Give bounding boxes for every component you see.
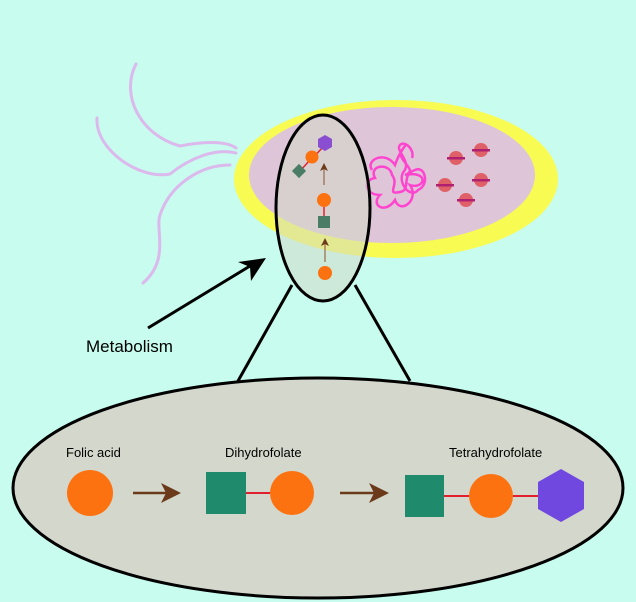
- dihydrofolate-circle: [270, 471, 314, 515]
- circle-mini: [305, 150, 319, 164]
- pathway-detail-panel: [11, 376, 625, 600]
- ribosome: [457, 193, 475, 207]
- ribosome: [436, 178, 454, 192]
- cell-pathway-mini: [291, 135, 332, 280]
- ribosome: [472, 173, 490, 187]
- tetrahydrofolate-label: Tetrahydrofolate: [449, 445, 542, 460]
- ribosome: [472, 143, 490, 157]
- diamond-mini: [291, 163, 307, 179]
- folic-acid-circle: [67, 470, 113, 516]
- dihydrofolate-label: Dihydrofolate: [225, 445, 302, 460]
- arrowhead-icon: [238, 258, 266, 281]
- flagellum: [95, 116, 238, 177]
- ribosomes: [436, 143, 490, 207]
- flagellum: [141, 163, 232, 285]
- ribosome: [447, 151, 465, 165]
- folic-acid-label: Folic acid: [66, 445, 121, 460]
- dna-nucleoid: [365, 142, 427, 209]
- tetrahydrofolate-square: [405, 475, 444, 517]
- circle-mini: [318, 266, 332, 280]
- square-mini: [318, 216, 330, 228]
- zoom-connector-right: [353, 284, 412, 382]
- flagellum: [129, 62, 238, 150]
- circle-mini: [317, 193, 331, 207]
- magnified-region: [274, 113, 372, 303]
- metabolism-label: Metabolism: [86, 337, 173, 356]
- tetrahydrofolate-circle: [469, 474, 513, 518]
- tetrahydrofolate-hexagon: [538, 469, 584, 522]
- flagella: [95, 62, 238, 285]
- metabolism-pointer-arrow: [147, 264, 251, 330]
- zoom-connector-left: [236, 284, 294, 382]
- hexagon-mini: [318, 135, 332, 151]
- dihydrofolate-square: [206, 472, 246, 514]
